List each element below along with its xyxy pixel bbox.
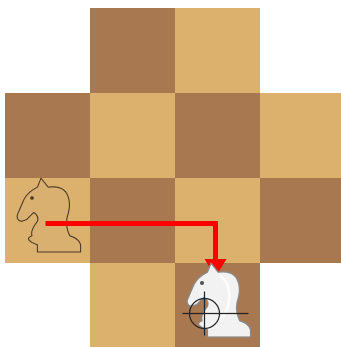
- square-r2-c1[interactable]: [90, 178, 175, 263]
- square-r3-c1[interactable]: [90, 263, 175, 347]
- board-squares: [5, 8, 341, 347]
- square-r1-c0[interactable]: [5, 93, 90, 178]
- square-r1-c1[interactable]: [90, 93, 175, 178]
- square-r0-c2[interactable]: [175, 8, 260, 93]
- square-r1-c2[interactable]: [175, 93, 260, 178]
- square-r1-c3[interactable]: [260, 93, 341, 178]
- square-r0-c1[interactable]: [90, 8, 175, 93]
- square-r2-c3[interactable]: [260, 178, 341, 263]
